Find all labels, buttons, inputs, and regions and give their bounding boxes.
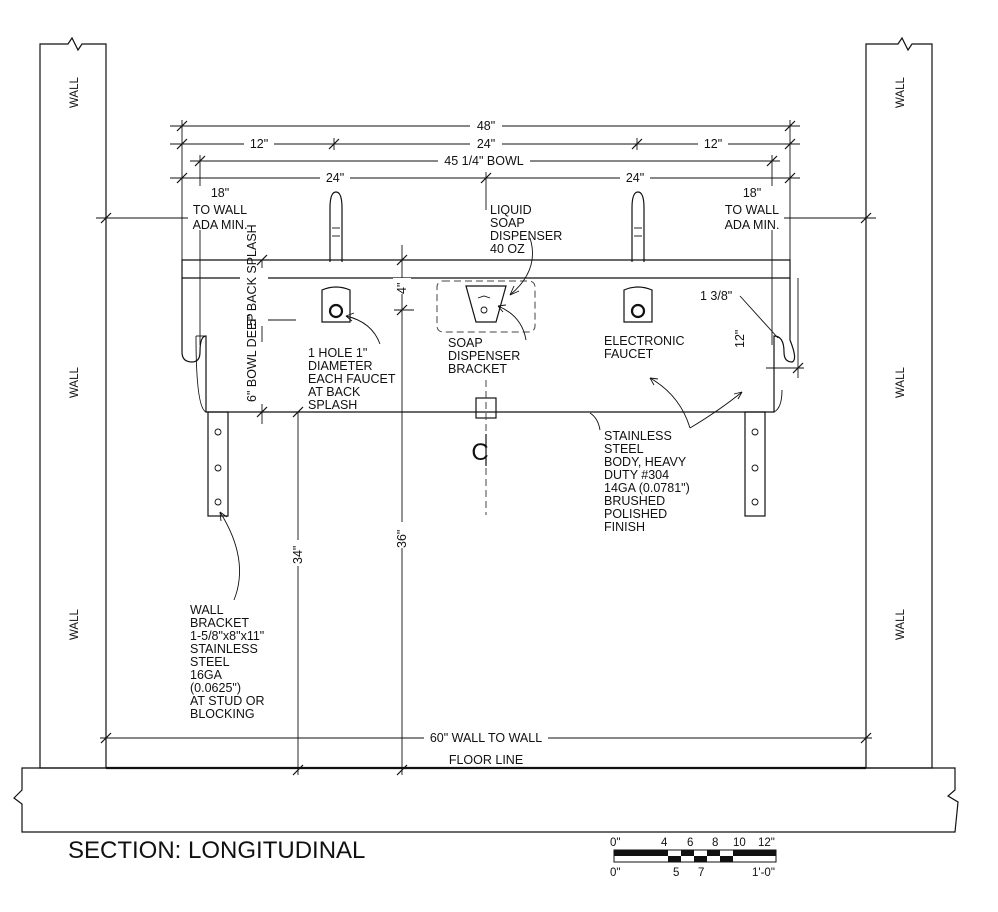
- note-body-3: BODY, HEAVY: [604, 455, 687, 469]
- dim-height-top: 36": [395, 530, 409, 548]
- note-faucet: ELECTRONIC FAUCET: [604, 334, 685, 361]
- note-body-6: BRUSHED: [604, 494, 665, 508]
- ada-right-1: 18": [743, 186, 761, 200]
- dim-wall-to-wall: 60" WALL TO WALL: [430, 731, 542, 745]
- note-body: STAINLESS STEEL BODY, HEAVY DUTY #304 14…: [589, 377, 743, 534]
- dim-back-splash: 5" BACK SPLASH: [245, 224, 259, 326]
- left-wall: [39, 36, 107, 769]
- note-hole-5: SPLASH: [308, 398, 357, 412]
- note-hole: 1 HOLE 1" DIAMETER EACH FAUCET AT BACK S…: [308, 312, 396, 412]
- dim-right-end: 12": [704, 137, 722, 151]
- dim-splash-offset: 4": [395, 283, 409, 294]
- centerline-symbol: C: [471, 434, 489, 466]
- wall-label: WALL: [895, 367, 907, 398]
- note-hole-2: DIAMETER: [308, 359, 373, 373]
- wall-to-wall-dimension: 60" WALL TO WALL: [100, 730, 872, 745]
- note-wb-3: 1-5/8"x8"x11": [190, 629, 264, 643]
- note-soap-4: 40 OZ: [490, 242, 525, 256]
- note-bracket-soap: SOAP DISPENSER BRACKET: [448, 304, 527, 376]
- note-faucet-2: FAUCET: [604, 347, 654, 361]
- note-hole-3: EACH FAUCET: [308, 372, 396, 386]
- note-wb-5: STEEL: [190, 655, 230, 669]
- dim-faucet-right: 24": [626, 171, 644, 185]
- dim-height-rim: 34": [291, 546, 305, 564]
- ada-right-2: TO WALL: [725, 203, 779, 217]
- note-soap: LIQUID SOAP DISPENSER 40 OZ: [490, 203, 562, 296]
- note-wb-9: BLOCKING: [190, 707, 255, 721]
- scale-bot-5: 5: [673, 867, 679, 879]
- wall-label: WALL: [895, 609, 907, 640]
- floor: [13, 766, 959, 833]
- note-soap-1: LIQUID: [490, 203, 532, 217]
- wall-label: WALL: [69, 77, 81, 108]
- wall-label: WALL: [895, 77, 907, 108]
- ada-right-3: ADA MIN.: [725, 218, 780, 232]
- note-wall-bracket: WALL BRACKET 1-5/8"x8"x11" STAINLESS STE…: [190, 511, 265, 721]
- floor-line-label: FLOOR LINE: [449, 753, 523, 767]
- faucet-spout-left: [329, 191, 343, 262]
- note-wb-6: 16GA: [190, 668, 223, 682]
- scale-bot-7: 7: [698, 867, 704, 879]
- wall-label: WALL: [69, 367, 81, 398]
- note-bracket-1: SOAP: [448, 336, 483, 350]
- wall-labels: WALL WALL WALL WALL WALL WALL: [69, 77, 907, 640]
- dim-left-end: 12": [250, 137, 268, 151]
- wall-label: WALL: [69, 609, 81, 640]
- wall-bracket-left: [207, 411, 229, 517]
- note-faucet-1: ELECTRONIC: [604, 334, 685, 348]
- note-bracket-2: DISPENSER: [448, 349, 520, 363]
- faucet-spout-right: [631, 191, 645, 262]
- scale-bot-1ft: 1'-0": [752, 867, 775, 879]
- note-wb-1: WALL: [190, 603, 224, 617]
- note-hole-4: AT BACK: [308, 385, 361, 399]
- scale-top-12: 12": [758, 837, 775, 849]
- note-body-1: STAINLESS: [604, 429, 672, 443]
- vertical-dimensions: 34" 36" 4" 5" BACK SPLASH 6" BOWL DEEP 1…: [240, 224, 804, 776]
- ada-dimension: 18" TO WALL ADA MIN. 18" TO WALL ADA MIN…: [96, 186, 876, 232]
- scale-bar: 0" 4 6 8 10 12" 0" 5 7 1'-0": [610, 837, 777, 879]
- note-wb-8: AT STUD OR: [190, 694, 265, 708]
- note-hole-1: 1 HOLE 1": [308, 346, 367, 360]
- scale-top-4: 4: [661, 837, 668, 849]
- scale-top-10: 10: [733, 837, 746, 849]
- note-body-4: DUTY #304: [604, 468, 669, 482]
- note-bracket-3: BRACKET: [448, 362, 507, 376]
- ada-left-2: TO WALL: [193, 203, 247, 217]
- svg-text:C: C: [471, 439, 488, 466]
- note-body-2: STEEL: [604, 442, 644, 456]
- dim-faucet-left: 24": [326, 171, 344, 185]
- note-soap-3: DISPENSER: [490, 229, 562, 243]
- dim-center: 24": [477, 137, 495, 151]
- note-wb-4: STAINLESS: [190, 642, 258, 656]
- dim-right-drop: 12": [733, 330, 747, 348]
- dim-overall: 48": [477, 119, 495, 133]
- scale-bot-0: 0": [610, 867, 620, 879]
- page-title: SECTION: LONGITUDINAL: [68, 837, 365, 864]
- sink-body: [181, 259, 796, 515]
- scale-top-0: 0": [610, 837, 620, 849]
- scale-top-6: 6: [687, 837, 693, 849]
- right-wall: [865, 36, 933, 769]
- note-body-5: 14GA (0.0781"): [604, 481, 690, 495]
- dim-bowl-deep: 6" BOWL DEEP: [245, 313, 259, 402]
- note-body-8: FINISH: [604, 520, 645, 534]
- ada-left-3: ADA MIN.: [193, 218, 248, 232]
- scale-top-8: 8: [712, 837, 718, 849]
- note-wb-7: (0.0625"): [190, 681, 241, 695]
- dim-edge: 1 3/8": [700, 289, 732, 303]
- note-soap-2: SOAP: [490, 216, 525, 230]
- note-wb-2: BRACKET: [190, 616, 249, 630]
- wall-bracket-right: [744, 411, 766, 517]
- dim-bowl: 45 1/4" BOWL: [444, 154, 524, 168]
- note-body-7: POLISHED: [604, 507, 667, 521]
- ada-left-1: 18": [211, 186, 229, 200]
